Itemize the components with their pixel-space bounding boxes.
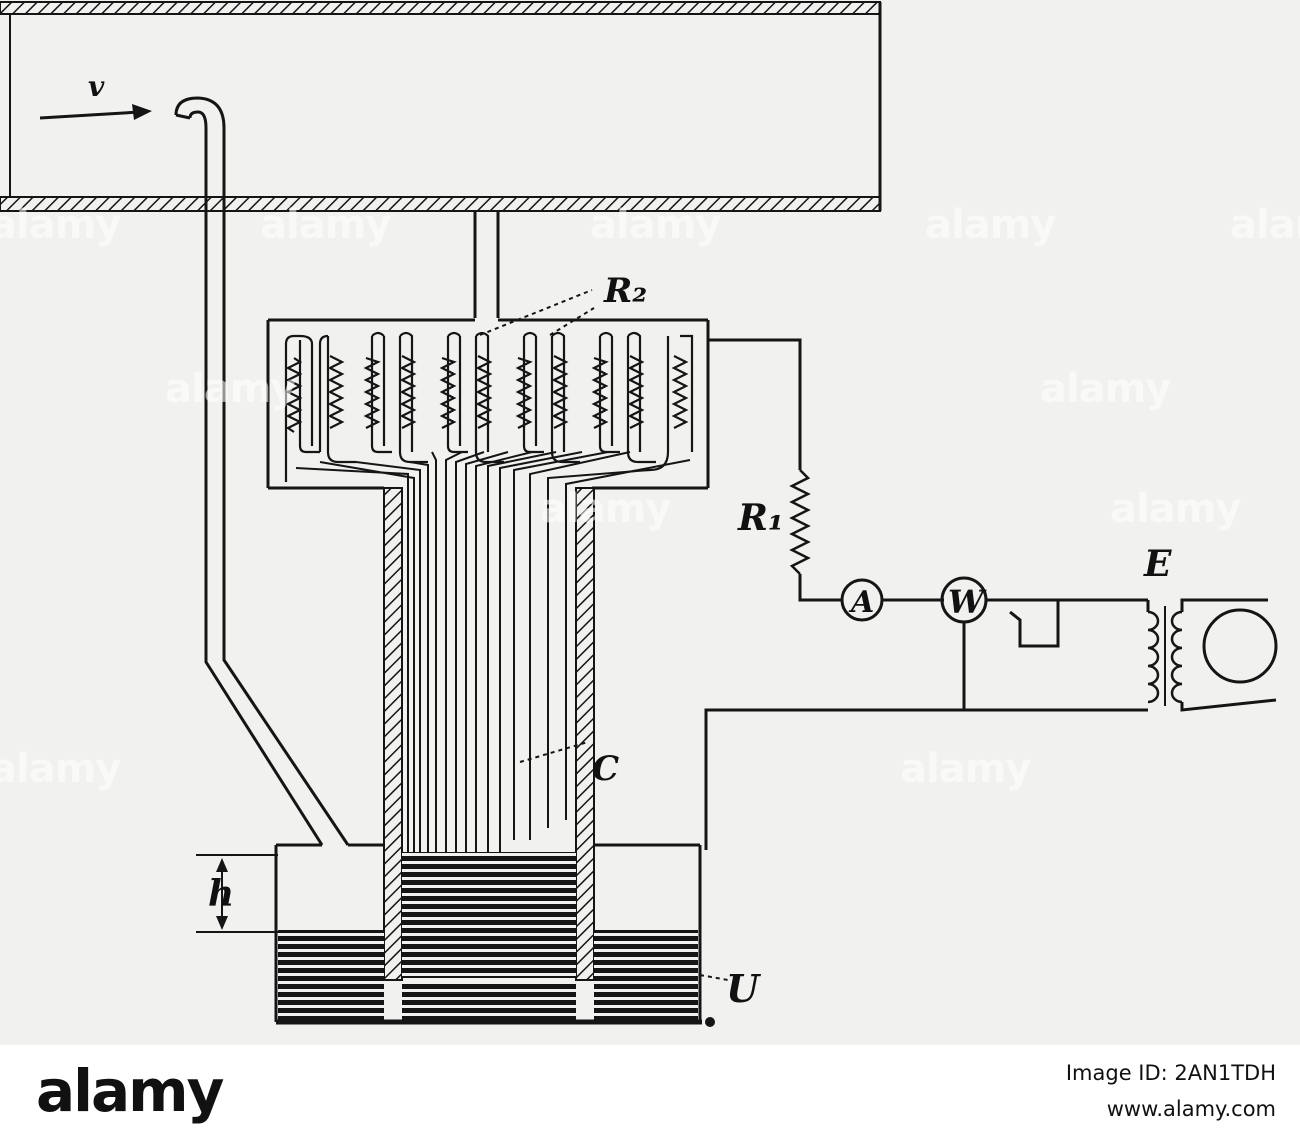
- pitot-tube: [174, 96, 350, 846]
- leader-lines: [479, 289, 729, 981]
- svg-text:alamy: alamy: [1230, 202, 1300, 248]
- svg-text:alamy: alamy: [540, 486, 671, 532]
- svg-text:alamy: alamy: [590, 202, 721, 248]
- svg-text:alamy: alamy: [1040, 366, 1171, 412]
- resistor-R1: [789, 469, 811, 575]
- transformer-primary: [1147, 610, 1160, 704]
- label-A: A: [848, 585, 874, 620]
- svg-text:alamy: alamy: [1110, 486, 1241, 532]
- brand-logo[interactable]: alamy: [36, 1057, 224, 1125]
- central-tube: [383, 487, 595, 981]
- transformer-secondary: [1170, 610, 1183, 704]
- dimension-h: [196, 854, 278, 933]
- generator-E: [1202, 608, 1278, 684]
- liquid-bottom: [402, 982, 576, 1020]
- element-4: [515, 331, 580, 464]
- element-5: [591, 331, 656, 464]
- watermark: alamy alamy alamy alamy alamy alamy alam…: [0, 202, 1300, 792]
- heater-chamber: [266, 318, 710, 490]
- duct-top-wall: [0, 1, 881, 15]
- circuit: [704, 338, 1278, 850]
- duct-bottom-wall: [0, 196, 881, 212]
- duct: [0, 1, 882, 212]
- resistance-elements: [284, 331, 694, 482]
- image-id: Image ID: 2AN1TDH: [1065, 1061, 1276, 1085]
- svg-text:alamy: alamy: [0, 746, 121, 792]
- element-1: [284, 334, 356, 482]
- label-E: E: [1143, 543, 1172, 585]
- element-3: [439, 331, 504, 464]
- element-2: [363, 331, 428, 464]
- label-C: C: [592, 749, 619, 789]
- stock-footer: alamy Image ID: 2AN1TDH www.alamy.com: [0, 1045, 1300, 1144]
- svg-text:alamy: alamy: [925, 202, 1056, 248]
- site-link[interactable]: www.alamy.com: [1106, 1097, 1276, 1121]
- liquid-outer-right: [594, 930, 698, 1020]
- lead-wires: [295, 451, 691, 935]
- flow-arrow: [39, 104, 152, 120]
- svg-text:alamy: alamy: [900, 746, 1031, 792]
- image-meta: Image ID: 2AN1TDH www.alamy.com: [1066, 1061, 1276, 1121]
- svg-text:alamy: alamy: [260, 202, 391, 248]
- apparatus-diagram: v R₂ R₁ A W E C h U alamy alamy alamy al…: [0, 1, 1300, 1027]
- svg-text:alamy: alamy: [0, 202, 121, 248]
- label-R2: R₂: [603, 271, 647, 311]
- label-R1: R₁: [737, 497, 784, 539]
- well: [274, 843, 715, 1027]
- diagram-panel: v R₂ R₁ A W E C h U alamy alamy alamy al…: [0, 0, 1300, 1045]
- label-v: v: [88, 70, 105, 103]
- label-h: h: [208, 873, 234, 915]
- label-W: W: [948, 583, 987, 621]
- element-6: [640, 334, 694, 472]
- liquid-inner: [402, 852, 576, 978]
- svg-text:alamy: alamy: [165, 366, 296, 412]
- label-U: U: [726, 966, 762, 1011]
- liquid-outer-left: [278, 930, 384, 1020]
